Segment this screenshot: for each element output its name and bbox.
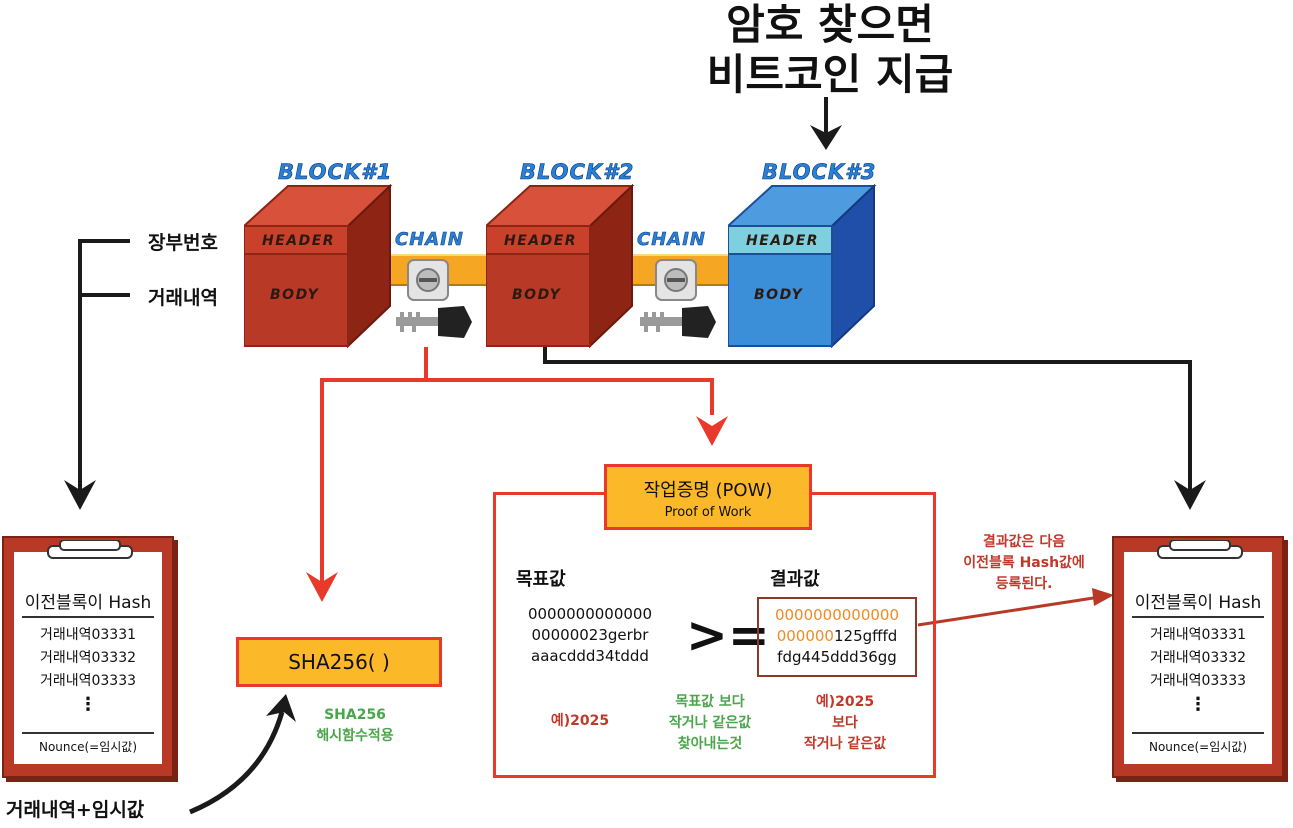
clipboard-left-paper: [14, 552, 162, 764]
pow-subtitle: Proof of Work: [664, 505, 752, 520]
clipboard-left-foot: Nounce(=임시값): [38, 740, 138, 754]
clipboard-left-divider-2: [22, 732, 154, 734]
list-item: 거래내역03331: [1149, 627, 1247, 643]
title-line-2: 비트코인 지급: [706, 50, 954, 99]
list-item: 거래내역03332: [39, 650, 137, 666]
clip-icon: [1157, 540, 1243, 559]
clipboard-right-foot: Nounce(=임시값): [1148, 740, 1248, 754]
list-item: 거래내역03333: [1149, 673, 1247, 689]
side-label-ledger-number: 장부번호: [148, 232, 218, 254]
list-item: 거래내역03331: [39, 627, 137, 643]
result-note: 결과값은 다음 이전블록 Hash값에 등록된다.: [944, 532, 1104, 595]
result-box: 0000000000000 000000125gfffd fdg445ddd36…: [757, 597, 917, 677]
block-3-cube: [728, 184, 877, 349]
key-to-pow-arrows: [306, 347, 728, 602]
title-line-1: 암호 찾으면: [726, 0, 934, 49]
clip-icon: [47, 540, 133, 559]
target-line-2: 00000023gerbr: [531, 626, 649, 644]
result-note-line-2: 이전블록 Hash값에: [963, 555, 1085, 571]
target-label: 목표값: [516, 569, 566, 590]
chain-2-label: CHAIN: [637, 229, 706, 251]
right-note-line-3: 작거나 같은값: [803, 736, 887, 752]
clipboard-right-divider: [1132, 616, 1264, 618]
input-to-sha-arrow: [189, 694, 296, 815]
result-note-line-1: 결과값은 다음: [982, 534, 1066, 550]
input-label: 거래내역+임시값: [6, 799, 145, 821]
result-line-2-zeros: 000000: [776, 627, 834, 645]
sha256-note-line-2: 해시함수적용: [316, 728, 394, 744]
comparison-operator: >=: [686, 606, 770, 664]
clipboard-left: 이전블록이 Hash 거래내역03331 거래내역03332 거래내역03333…: [2, 536, 174, 778]
block-1-header: HEADER: [262, 233, 336, 249]
middle-note-line-3: 찾아내는것: [677, 736, 743, 752]
result-line-2-rest: 125gfffd: [833, 627, 898, 645]
page-title: 암호 찾으면 비트코인 지급: [660, 0, 1000, 100]
clipboard-left-rows: 거래내역03331 거래내역03332 거래내역03333 ⋮: [14, 624, 162, 717]
middle-note-line-1: 목표값 보다: [675, 694, 745, 710]
pow-right-note: 예)2025 보다 작거나 같은값: [780, 692, 910, 755]
ellipsis: ⋮: [79, 694, 97, 715]
example-left: 예)2025: [550, 713, 610, 729]
clipboard-right-rows: 거래내역03331 거래내역03332 거래내역03333 ⋮: [1124, 624, 1272, 717]
clipboard-right-paper: [1124, 552, 1272, 764]
result-line-2: 000000125gfffd: [759, 626, 915, 647]
pow-middle-note: 목표값 보다 작거나 같은값 찾아내는것: [645, 692, 775, 755]
result-note-line-3: 등록된다.: [995, 576, 1053, 592]
block-3-body: BODY: [754, 287, 804, 303]
title-arrow: [810, 97, 842, 150]
side-label-transactions: 거래내역: [148, 287, 218, 309]
result-line-3: fdg445ddd36gg: [777, 648, 897, 666]
block-1-body: BODY: [270, 287, 320, 303]
target-line-3: aaacddd34tddd: [531, 647, 649, 665]
right-note-line-1: 예)2025: [815, 694, 875, 710]
sha256-box: SHA256( ): [236, 637, 442, 687]
block-1-cube: [244, 184, 393, 349]
pow-title-box: 작업증명 (POW) Proof of Work: [604, 464, 812, 530]
key-icon: [396, 306, 472, 338]
middle-note-line-2: 작거나 같은값: [668, 715, 752, 731]
target-line-1: 0000000000000: [527, 605, 653, 623]
chain-1-label: CHAIN: [395, 229, 464, 251]
result-to-clipboard-arrow: [917, 588, 1114, 627]
clipboard-left-divider: [22, 616, 154, 618]
target-value: 0000000000000 00000023gerbr aaacddd34tdd…: [510, 604, 670, 667]
key-icon: [640, 306, 716, 338]
left-bracket-arrow: [64, 239, 130, 510]
clipboard-right-head: 이전블록이 Hash: [1134, 593, 1262, 613]
result-label: 결과값: [770, 569, 820, 590]
block-3-header: HEADER: [746, 233, 820, 249]
clipboard-left-head: 이전블록이 Hash: [24, 593, 152, 613]
sha256-label: SHA256( ): [288, 650, 390, 674]
sha256-note-line-1: SHA256: [324, 707, 386, 723]
block-2-cube: [486, 184, 635, 349]
clipboard-right: 이전블록이 Hash 거래내역03331 거래내역03332 거래내역03333…: [1112, 536, 1284, 778]
pow-title: 작업증명 (POW): [643, 480, 773, 501]
right-note-line-2: 보다: [832, 715, 858, 731]
list-item: 거래내역03333: [39, 673, 137, 689]
block-2-label: BLOCK#2: [520, 160, 635, 185]
ellipsis: ⋮: [1189, 694, 1207, 715]
list-item: 거래내역03332: [1149, 650, 1247, 666]
block-2-header: HEADER: [504, 233, 578, 249]
sha256-note: SHA256 해시함수적용: [300, 705, 410, 747]
block-1-label: BLOCK#1: [278, 160, 393, 185]
block2-to-clipboard-arrow: [543, 347, 1206, 510]
result-line-1: 0000000000000: [774, 606, 900, 624]
lock-icon: [655, 259, 697, 301]
clipboard-right-divider-2: [1132, 732, 1264, 734]
block-3-label: BLOCK#3: [762, 160, 877, 185]
lock-icon: [407, 259, 449, 301]
block-2-body: BODY: [512, 287, 562, 303]
